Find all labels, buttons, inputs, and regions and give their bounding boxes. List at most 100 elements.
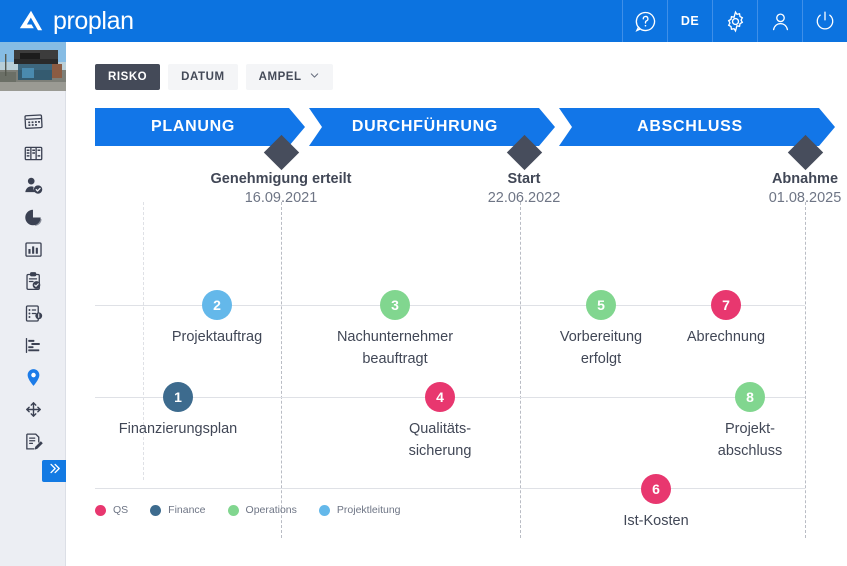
- node-number: 3: [391, 297, 399, 313]
- milestone-name: Abnahme: [771, 171, 839, 187]
- triangle-logo-icon: [18, 8, 44, 34]
- language-label: DE: [680, 14, 700, 28]
- gantt-chart-icon: [23, 335, 44, 356]
- phase-banner-planung[interactable]: PLANUNG: [95, 108, 305, 146]
- filter-chip-risko[interactable]: RISKO: [95, 64, 161, 90]
- filter-chip-datum-label: DATUM: [181, 71, 225, 83]
- sidebar-item-reports[interactable]: [0, 201, 66, 233]
- milestone-name: Start: [507, 171, 541, 187]
- sidebar-collapse-button[interactable]: [42, 460, 66, 482]
- sidebar-item-edit-document[interactable]: [0, 425, 66, 457]
- sidebar-item-details[interactable]: [0, 297, 66, 329]
- legend-label: Projektleitung: [336, 504, 401, 516]
- phase-banner-durchfuehrung[interactable]: DURCHFÜHRUNG: [309, 108, 555, 146]
- sidebar-item-milestones[interactable]: [0, 361, 66, 393]
- node-number: 6: [652, 481, 660, 497]
- filter-chip-risko-label: RISKO: [108, 71, 148, 83]
- milestone-genehmigung[interactable]: Genehmigung erteilt 16.09.2021: [171, 134, 391, 208]
- node-label: Projektauftrag: [171, 329, 263, 345]
- sidebar-item-board[interactable]: [0, 137, 66, 169]
- sidebar-item-statistics[interactable]: [0, 233, 66, 265]
- legend-label: Finance: [168, 504, 206, 516]
- user-check-icon: [23, 175, 44, 196]
- node-label: Abrechnung: [686, 329, 766, 345]
- lane-divider-row-3: [95, 488, 805, 489]
- calendar-icon: [23, 111, 44, 132]
- gear-icon[interactable]: [712, 0, 757, 42]
- power-icon[interactable]: [802, 0, 847, 42]
- language-button[interactable]: DE: [667, 0, 712, 42]
- legend-color-dot: [150, 504, 162, 516]
- timeline-node-2[interactable]: 2 Projektauftrag: [156, 290, 278, 348]
- clipboard-check-icon: [23, 271, 44, 292]
- legend-item-finance[interactable]: Finance: [150, 504, 206, 516]
- node-number: 2: [213, 297, 221, 313]
- milestone-diamond-icon: [787, 134, 823, 171]
- phase-label-abschluss: ABSCHLUSS: [637, 118, 743, 135]
- user-icon[interactable]: [757, 0, 802, 42]
- filter-chip-ampel[interactable]: AMPEL: [245, 64, 333, 90]
- sidebar-item-calendar[interactable]: [0, 105, 66, 137]
- lane-divider-row-1: [95, 305, 805, 306]
- milestone-name: Genehmigung erteilt: [210, 171, 352, 187]
- sidebar-item-user-approval[interactable]: [0, 169, 66, 201]
- divider-line-1: [143, 202, 144, 480]
- phase-banner-abschluss[interactable]: ABSCHLUSS: [559, 108, 835, 146]
- timeline-node-7[interactable]: 7 Abrechnung: [664, 290, 788, 348]
- document-edit-icon: [23, 431, 44, 452]
- filter-chip-group: RISKO DATUM AMPEL: [95, 64, 333, 90]
- timeline-node-1[interactable]: 1 Finanzierungsplan: [106, 382, 250, 440]
- sidebar-item-tasks[interactable]: [0, 265, 66, 297]
- milestone-diamond-icon: [506, 134, 542, 171]
- location-pin-icon: [23, 367, 44, 388]
- chevron-down-icon: [309, 70, 320, 84]
- timeline-node-4[interactable]: 4 Qualitäts- sicherung: [378, 382, 502, 463]
- legend-label: QS: [113, 504, 129, 516]
- pie-chart-icon: [23, 207, 44, 228]
- chevron-double-right-icon: [47, 461, 62, 481]
- kanban-board-icon: [23, 143, 44, 164]
- legend-label: Operations: [245, 504, 297, 516]
- node-number: 4: [436, 389, 444, 405]
- legend: QS Finance Operations Projektleitung: [95, 504, 401, 516]
- timeline-node-6[interactable]: 6 Ist-Kosten: [594, 474, 718, 532]
- node-badge: 6: [641, 474, 671, 504]
- milestone-diamond-icon: [263, 134, 299, 171]
- legend-color-dot: [227, 504, 239, 516]
- node-label: Qualitäts- sicherung: [408, 421, 472, 460]
- header-spacer: [134, 0, 622, 42]
- node-badge: 7: [711, 290, 741, 320]
- node-badge: 3: [380, 290, 410, 320]
- timeline-node-5[interactable]: 5 Vorbereitung erfolgt: [536, 290, 666, 371]
- brand-name: proplan: [53, 6, 134, 35]
- milestone-date: 16.09.2021: [244, 189, 318, 206]
- help-icon[interactable]: [622, 0, 667, 42]
- node-number: 5: [597, 297, 605, 313]
- node-badge: 4: [425, 382, 455, 412]
- timeline-node-8[interactable]: 8 Projekt- abschluss: [688, 382, 812, 463]
- sidebar-nav: [0, 91, 65, 457]
- filter-chip-datum[interactable]: DATUM: [168, 64, 238, 90]
- milestone-abnahme[interactable]: Abnahme 01.08.2025: [695, 134, 847, 208]
- node-number: 1: [174, 389, 182, 405]
- timeline-node-3[interactable]: 3 Nachunternehmer beauftragt: [320, 290, 470, 371]
- document-info-icon: [23, 303, 44, 324]
- legend-item-projektleitung[interactable]: Projektleitung: [318, 504, 401, 516]
- node-badge: 8: [735, 382, 765, 412]
- sidebar-item-move[interactable]: [0, 393, 66, 425]
- phase-label-planung: PLANUNG: [150, 118, 235, 135]
- phase-label-durchfuehrung: DURCHFÜHRUNG: [351, 118, 499, 135]
- node-label: Finanzierungsplan: [118, 421, 238, 437]
- node-label: Ist-Kosten: [623, 513, 689, 529]
- sidebar-item-gantt[interactable]: [0, 329, 66, 361]
- main-content: RISKO DATUM AMPEL PLANUNG: [66, 42, 847, 566]
- building-thumbnail[interactable]: [0, 42, 66, 91]
- milestone-start[interactable]: Start 22.06.2022: [414, 134, 634, 208]
- move-arrows-icon: [23, 399, 44, 420]
- brand-logo[interactable]: proplan: [0, 0, 134, 42]
- legend-item-qs[interactable]: QS: [95, 504, 128, 516]
- bar-chart-document-icon: [23, 239, 44, 260]
- node-number: 7: [722, 297, 730, 313]
- legend-item-operations[interactable]: Operations: [227, 504, 297, 516]
